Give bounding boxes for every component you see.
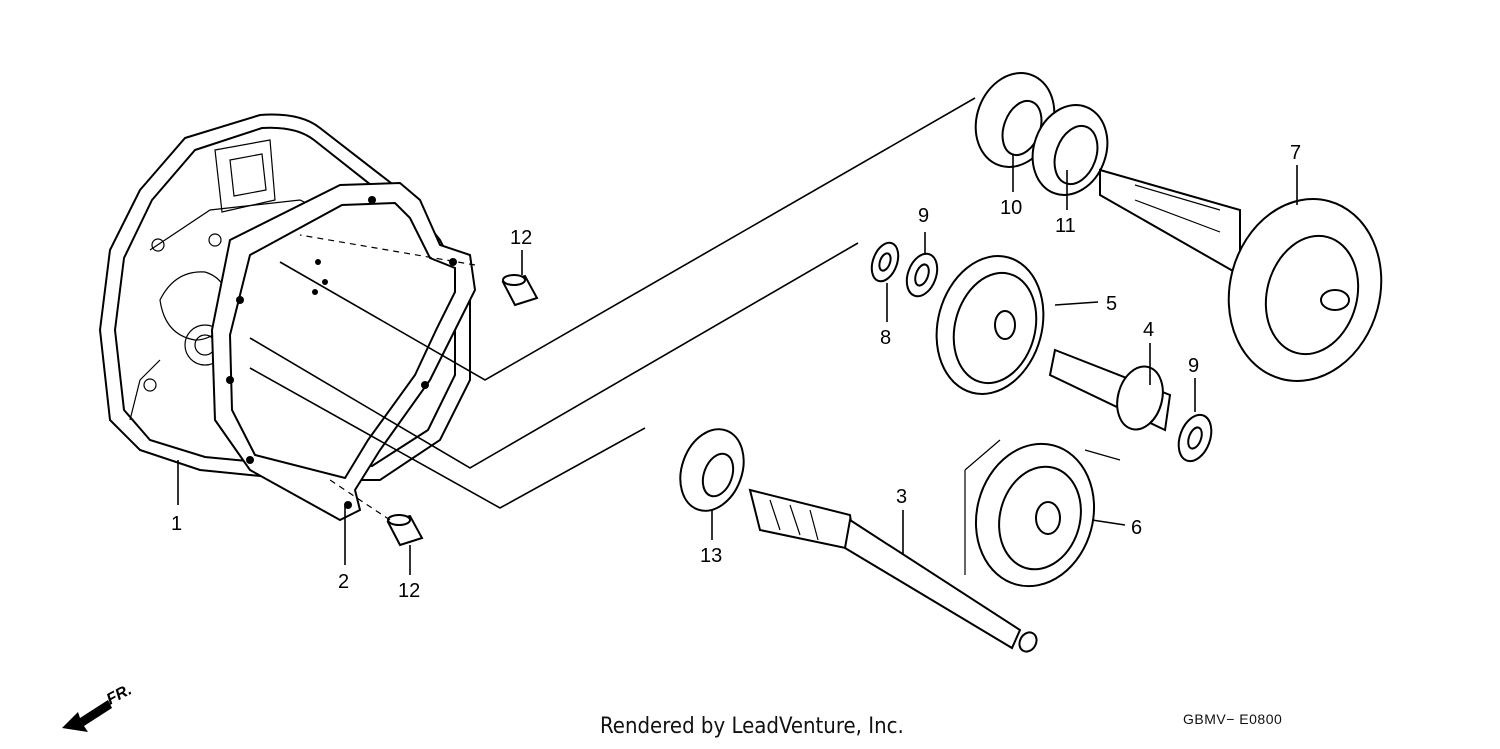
part-4-countershaft — [1048, 348, 1172, 432]
part-9-washer-lower — [1177, 413, 1213, 463]
part-12-dowel-pin-lower — [386, 514, 424, 547]
callout-5: 5 — [1106, 293, 1117, 315]
callout-11: 11 — [1055, 215, 1076, 237]
callout-7: 7 — [1290, 142, 1301, 164]
callout-13: 13 — [700, 545, 722, 567]
callout-labels: 1 2 3 4 5 6 7 8 9 9 10 11 12 12 13 — [171, 142, 1301, 602]
callout-12-lower: 12 — [398, 580, 420, 602]
part-2-gasket — [210, 181, 477, 522]
part-11-oil-seal — [1031, 104, 1109, 196]
part-6-gear — [964, 439, 1121, 588]
credit-text: Rendered by LeadVenture, Inc. — [600, 714, 904, 739]
part-13-bearing — [679, 428, 745, 512]
callout-2: 2 — [338, 571, 349, 593]
part-5-gear — [935, 255, 1045, 395]
callout-9-lower: 9 — [1188, 355, 1199, 377]
callout-3: 3 — [896, 486, 907, 508]
alignment-lines — [249, 97, 976, 521]
part-7-final-shaft — [1099, 168, 1383, 382]
callout-4: 4 — [1143, 319, 1154, 341]
callout-12-upper: 12 — [510, 227, 532, 249]
callout-10: 10 — [1000, 197, 1022, 219]
callout-8: 8 — [880, 327, 891, 349]
callout-9-upper: 9 — [918, 205, 929, 227]
part-9-washer-upper — [905, 252, 939, 298]
callout-1: 1 — [171, 513, 182, 535]
part-3-drive-shaft — [748, 488, 1038, 653]
leader-lines — [177, 155, 1298, 575]
callout-6: 6 — [1131, 517, 1142, 539]
part-8-washer — [870, 241, 900, 283]
diagram-code: GBMV− E0800 — [1183, 711, 1283, 727]
part-12-dowel-pin-upper — [501, 274, 539, 307]
front-direction-arrow-icon: FR. — [62, 681, 135, 732]
